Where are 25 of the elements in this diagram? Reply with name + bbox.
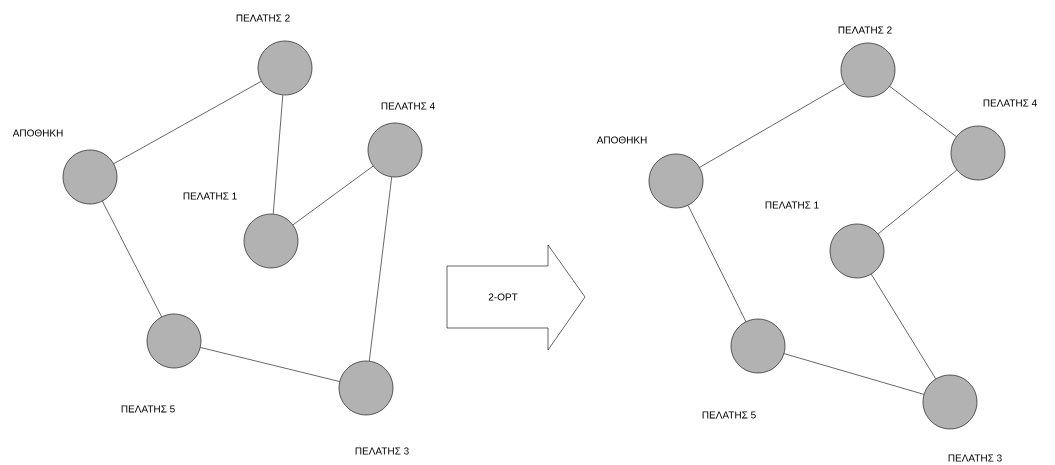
node-label: ΠΕΛΑΤΗΣ 1 — [765, 201, 819, 209]
connector-line — [877, 169, 958, 235]
node-label: ΠΕΛΑΤΗΣ 4 — [983, 99, 1037, 107]
connector-line — [102, 201, 162, 317]
node-label: ΠΕΛΑΤΗΣ 3 — [948, 454, 1002, 462]
node-label: ΑΠΟΘΗΚΗ — [12, 129, 63, 137]
node-label: ΠΕΛΑΤΗΣ 4 — [381, 102, 435, 110]
connector-line — [369, 176, 392, 362]
connector-line — [699, 83, 845, 168]
node-label: ΠΕΛΑΤΗΣ 3 — [355, 447, 409, 455]
connector-line — [687, 205, 747, 322]
connector-line — [200, 347, 340, 382]
node-label: ΠΕΛΑΤΗΣ 5 — [121, 405, 175, 413]
connector-line — [292, 165, 374, 226]
connector-line — [272, 94, 284, 215]
node-label: ΠΕΛΑΤΗΣ 1 — [183, 192, 237, 200]
node-label: ΠΕΛΑΤΗΣ 2 — [838, 26, 892, 34]
connector-line — [783, 353, 925, 395]
arrow-label: 2-OPT — [488, 293, 518, 301]
connector-line — [889, 86, 957, 137]
connector-line — [871, 273, 936, 380]
node-label: ΑΠΟΘΗΚΗ — [596, 136, 647, 144]
node-label: ΠΕΛΑΤΗΣ 2 — [236, 14, 290, 22]
node-label: ΠΕΛΑΤΗΣ 5 — [702, 411, 756, 419]
connector-line — [113, 81, 262, 164]
